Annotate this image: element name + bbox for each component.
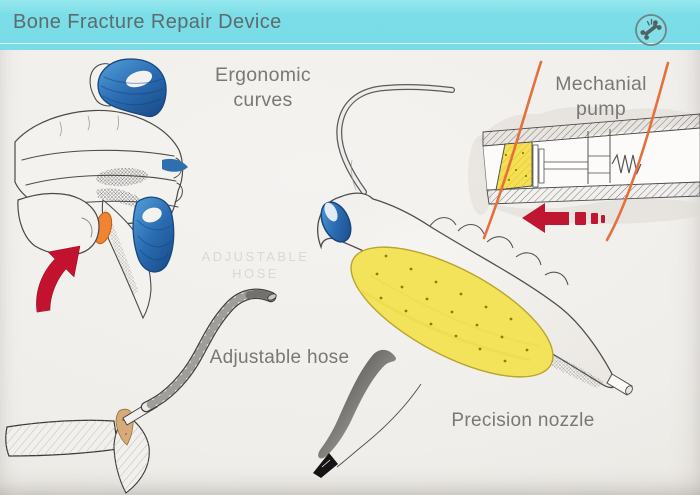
pump-cross-section-sketch xyxy=(468,60,700,242)
blue-button xyxy=(320,201,352,243)
label-ergonomic-curves: Ergonomic curves xyxy=(168,63,358,113)
header-underline xyxy=(0,43,700,44)
orange-frame-lines xyxy=(482,60,670,242)
press-arrow xyxy=(36,245,81,313)
page-title: Bone Fracture Repair Device xyxy=(13,11,282,33)
label-precision-nozzle: Precision nozzle xyxy=(451,410,595,431)
label-pump-line2: pump xyxy=(576,98,626,120)
header-bar: Bone Fracture Repair Device xyxy=(0,0,700,50)
cylinder-wall-bottom xyxy=(486,181,700,205)
bone-slab-hatch xyxy=(5,420,118,456)
nozzle-nib xyxy=(313,453,338,478)
body-scallops xyxy=(429,217,569,286)
nib-slit xyxy=(321,459,331,468)
bone-crack-sketch xyxy=(5,403,159,494)
cylinder-wall-top xyxy=(482,113,700,147)
handle-lower-knob xyxy=(132,196,175,273)
nozzle-outline xyxy=(336,383,422,468)
pump-arrow xyxy=(522,203,605,233)
erased-pencil-watermark: ADJUSTABLE HOSE xyxy=(193,248,318,282)
nozzle-sketch xyxy=(313,349,422,478)
label-mechanical-pump: Mechanial pump xyxy=(520,72,682,122)
nozzle-body xyxy=(318,349,396,459)
knuckle-ticks xyxy=(59,115,120,137)
label-pump-line1: Mechanial xyxy=(555,73,647,95)
piston-mechanism xyxy=(532,144,611,188)
device-tube xyxy=(336,83,455,195)
nozzle-tip-stub xyxy=(606,373,633,396)
hand-grip-sketch xyxy=(14,58,188,320)
handle-tip-shading xyxy=(103,208,138,296)
handle-top-knob xyxy=(97,58,167,118)
thumb xyxy=(17,192,100,256)
yellow-grip-pad xyxy=(350,246,554,378)
label-adjustable-hose: Adjustable hose xyxy=(209,347,350,368)
hose-sketch xyxy=(140,288,277,413)
fractured-bone-icon xyxy=(635,14,667,46)
tail-shading xyxy=(540,350,604,388)
label-ergonomic-line2: curves xyxy=(233,89,293,111)
main-body-sketch xyxy=(317,83,633,396)
watermark-line2: HOSE xyxy=(232,266,279,281)
label-ergonomic-line1: Ergonomic xyxy=(215,64,311,86)
watermark-line1: ADJUSTABLE xyxy=(201,249,310,264)
illustration xyxy=(5,58,700,494)
sketch-canvas: Ergonomic curves Mechanial pump Adjustab… xyxy=(0,50,700,495)
handle-hatched-band xyxy=(96,167,148,187)
thumb-nail xyxy=(81,217,93,238)
handle-blue-sliver xyxy=(162,158,188,172)
housing-lines xyxy=(587,129,611,184)
